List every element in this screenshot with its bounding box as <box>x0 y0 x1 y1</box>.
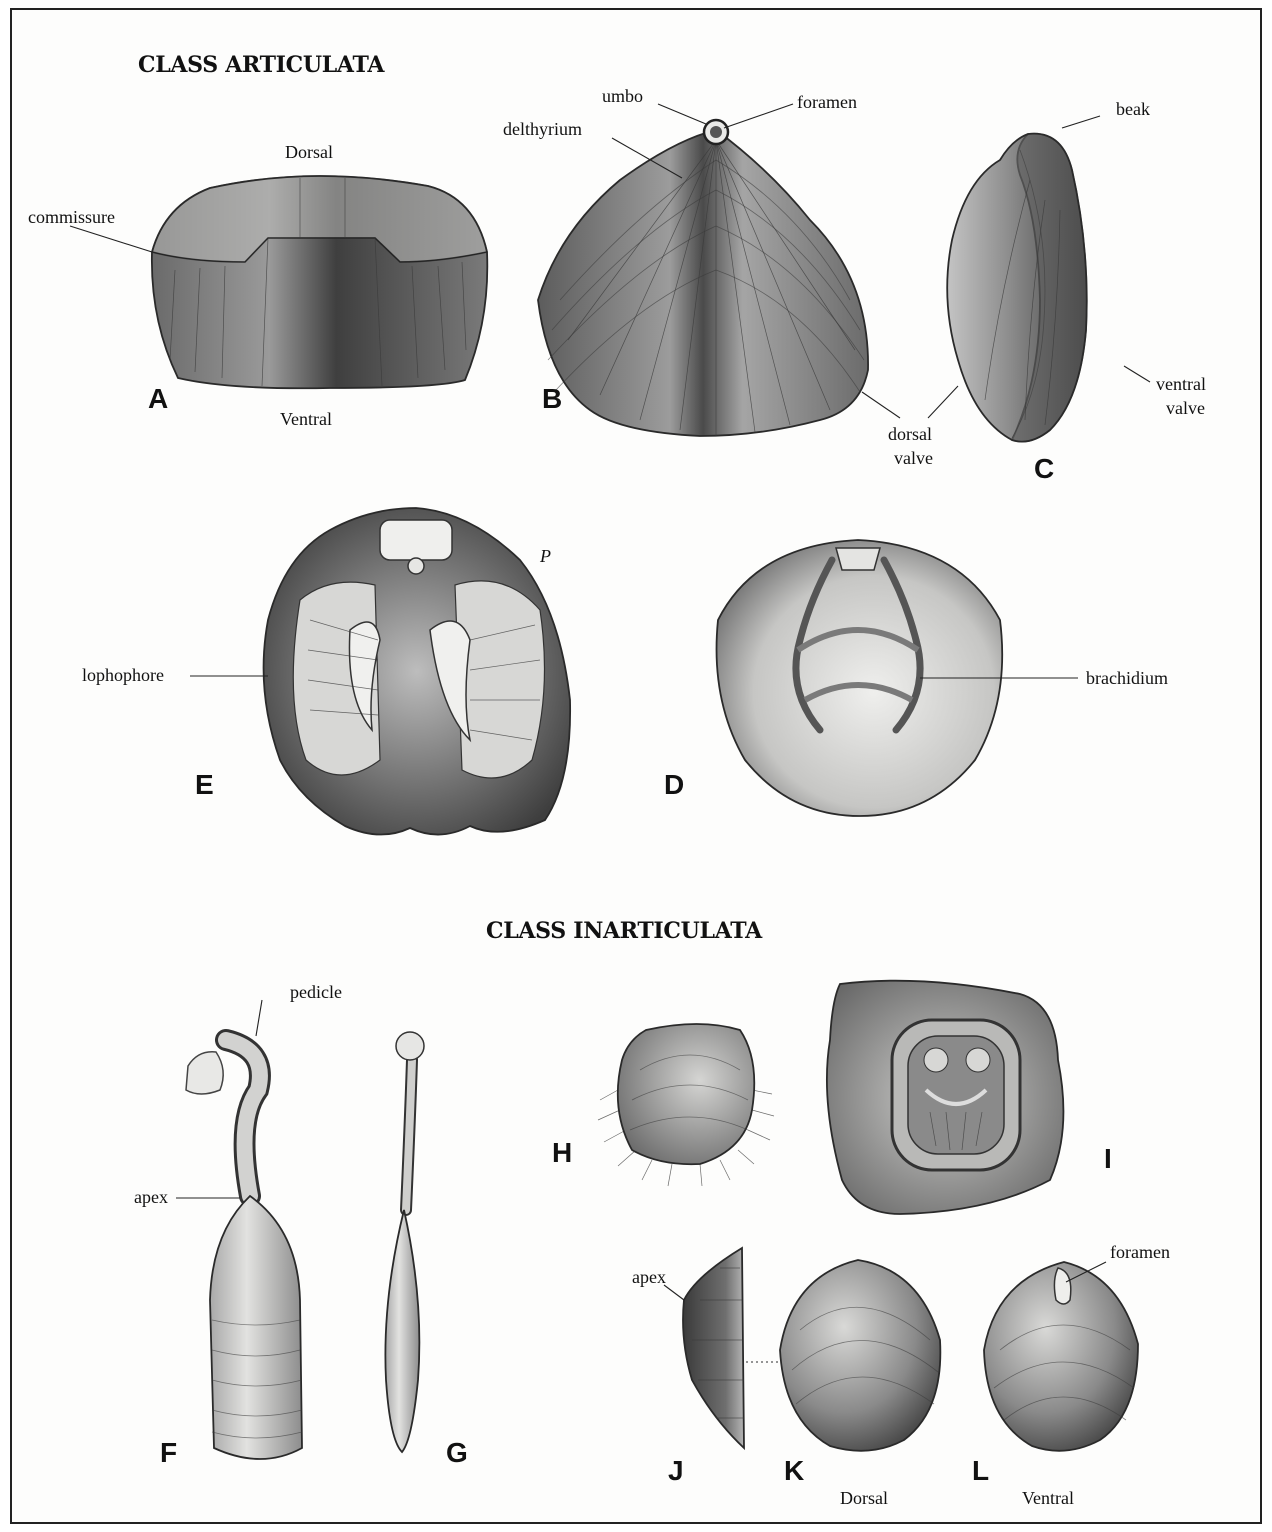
pointer-apex-j <box>664 1285 684 1300</box>
label-brachidium: brachidium <box>1086 668 1168 688</box>
figure-h-illustration <box>598 1024 774 1186</box>
label-delthyrium: delthyrium <box>503 119 582 139</box>
figure-f-lingula-illustration <box>186 1040 302 1459</box>
pointer-foramen-b <box>724 104 793 128</box>
label-pedicle: pedicle <box>290 982 342 1002</box>
figure-b-shell-illustration <box>538 120 868 436</box>
figure-letter-f: F <box>160 1437 177 1468</box>
pointer-commissure <box>70 226 152 252</box>
figure-letter-l: L <box>972 1455 989 1486</box>
figure-letter-i: I <box>1104 1143 1112 1174</box>
pointer-beak <box>1062 116 1100 128</box>
label-e-p: P <box>539 546 551 566</box>
label-dorsal-valve-1: dorsal <box>888 424 932 444</box>
label-dorsal-valve-2: valve <box>894 448 933 468</box>
label-ventral-valve-2: valve <box>1166 398 1205 418</box>
pointer-dorsal-valve-b <box>862 392 900 418</box>
figure-c-shell-illustration <box>947 134 1087 442</box>
label-apex-j: apex <box>632 1267 666 1287</box>
figure-letter-d: D <box>664 769 684 800</box>
figure-letter-j: J <box>668 1455 684 1486</box>
figure-letter-k: K <box>784 1455 804 1486</box>
label-l-ventral: Ventral <box>1022 1488 1074 1508</box>
label-beak: beak <box>1116 99 1150 119</box>
pointer-pedicle <box>256 1000 262 1036</box>
label-umbo: umbo <box>602 86 643 106</box>
heading-inarticulata: CLASS INARTICULATA <box>486 918 763 944</box>
figure-letter-e: E <box>195 769 214 800</box>
label-ventral-valve-1: ventral <box>1156 374 1206 394</box>
label-k-dorsal: Dorsal <box>840 1488 888 1508</box>
label-a-ventral: Ventral <box>280 409 332 429</box>
label-foramen-l: foramen <box>1110 1242 1170 1262</box>
figure-j-illustration <box>683 1248 744 1448</box>
figure-letter-c: C <box>1034 453 1054 484</box>
figure-letter-g: G <box>446 1437 468 1468</box>
figure-k-illustration <box>780 1260 940 1451</box>
figure-a-shell-illustration <box>152 176 487 388</box>
label-apex-f: apex <box>134 1187 168 1207</box>
figure-l-illustration <box>984 1262 1138 1451</box>
figure-letter-b: B <box>542 383 562 414</box>
label-lophophore: lophophore <box>82 665 164 685</box>
heading-articulata: CLASS ARTICULATA <box>138 52 385 78</box>
figure-letter-h: H <box>552 1137 572 1168</box>
figure-e-lophophore-illustration <box>264 508 571 835</box>
label-foramen-b: foramen <box>797 92 857 112</box>
figure-letter-a: A <box>148 383 168 414</box>
label-commissure: commissure <box>28 207 115 227</box>
pointer-umbo <box>658 104 706 124</box>
label-a-dorsal: Dorsal <box>285 142 333 162</box>
pointer-dorsal-valve-c <box>928 386 958 418</box>
figure-g-lingula-side-illustration <box>385 1032 424 1452</box>
figure-i-illustration <box>827 981 1064 1214</box>
pointer-ventral-valve <box>1124 366 1150 382</box>
